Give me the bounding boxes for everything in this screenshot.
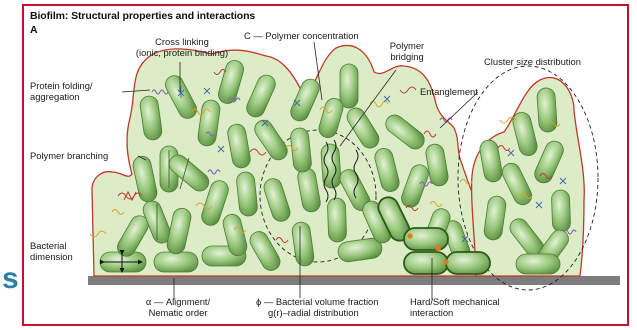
label-protein-folding: Protein folding/ aggregation	[30, 80, 93, 102]
label-volume-fraction: ϕ — Bacterial volume fraction g(r)–radia…	[256, 296, 378, 318]
label-mechanical-interaction: Hard/Soft mechanical interaction	[410, 296, 500, 318]
label-polymer-concentration: C — Polymer concentration	[244, 30, 359, 41]
label-polymer-branching: Polymer branching	[30, 150, 108, 161]
figure-title: Biofilm: Structural properties and inter…	[30, 10, 255, 22]
label-bacterial-dimension: Bacterial dimension	[30, 240, 73, 262]
label-polymer-bridging: Polymer bridging	[382, 40, 432, 62]
panel-letter: A	[30, 24, 38, 36]
mechanical-contact-point	[407, 233, 412, 238]
label-alignment: α — Alignment/ Nematic order	[130, 296, 226, 318]
label-cross-linking: Cross linking (ionic, protein binding)	[134, 36, 230, 58]
label-entanglement: Entanglement	[420, 86, 478, 97]
substrate-bar	[88, 276, 620, 285]
mechanical-contact-point	[435, 245, 441, 251]
label-cluster-size: Cluster size distribution	[484, 56, 581, 67]
mechanical-contact-point	[443, 259, 448, 264]
